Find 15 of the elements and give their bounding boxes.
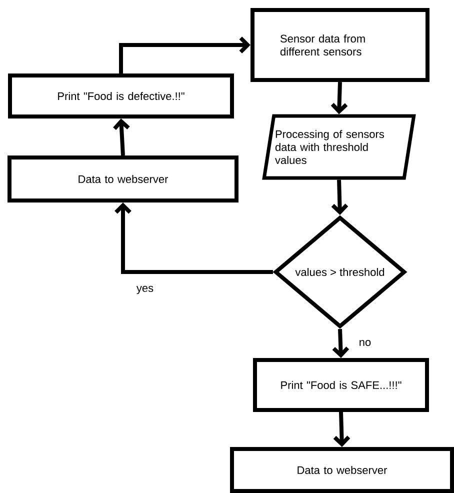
arrow	[113, 118, 130, 156]
output-box: Print "Food is SAFE...!!!"	[253, 358, 429, 412]
process-box: Sensor data from different sensors	[250, 8, 430, 82]
arrow	[330, 82, 348, 114]
arrow	[332, 328, 350, 358]
data-parallelogram: Processing of sensors data with threshold values	[262, 114, 416, 180]
arrow	[333, 412, 350, 447]
process-box: Data to webserver	[8, 156, 238, 202]
arrow	[331, 180, 348, 215]
edge-label: no	[358, 339, 372, 348]
arrow	[114, 202, 273, 274]
output-box: Print "Food is defective.!!"	[8, 74, 234, 118]
edge-label: yes	[135, 284, 155, 296]
arrow	[119, 36, 250, 74]
process-box: Data to webserver	[230, 447, 454, 493]
